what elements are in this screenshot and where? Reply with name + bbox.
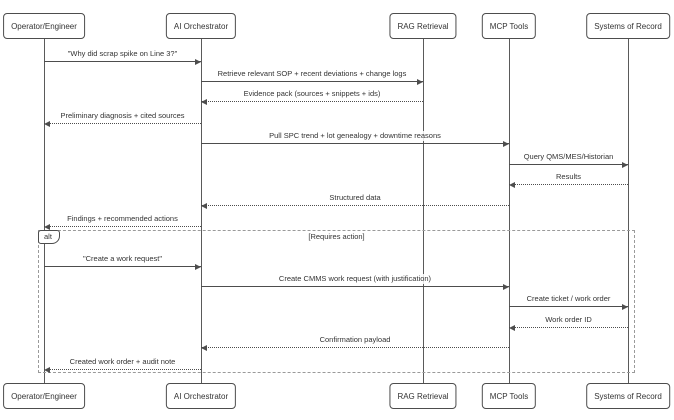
message-line <box>201 286 509 287</box>
lifeline-operator <box>44 38 45 384</box>
actor-orchestrator-bottom: AI Orchestrator <box>165 383 237 409</box>
message-line <box>509 164 628 165</box>
arrowhead-icon <box>44 120 50 127</box>
actor-operator-top: Operator/Engineer <box>3 13 85 39</box>
alt-fragment-operator-label: alt <box>38 230 60 244</box>
message-label: Evidence pack (sources + snippets + ids) <box>241 89 383 99</box>
message-line <box>44 266 201 267</box>
message-line <box>44 61 201 62</box>
alt-fragment-condition: [Requires action] <box>308 232 365 241</box>
message-label: Create CMMS work request (with justifica… <box>276 274 434 284</box>
arrowhead-icon <box>44 366 50 373</box>
arrowhead-icon <box>509 324 515 331</box>
message-label: Work order ID <box>543 315 594 325</box>
message-label: Retrieve relevant SOP + recent deviation… <box>215 69 409 79</box>
actor-orchestrator-top: AI Orchestrator <box>165 13 237 39</box>
message-label: Created work order + audit note <box>67 357 178 367</box>
message-label: "Create a work request" <box>80 254 165 264</box>
message-line <box>44 369 201 370</box>
arrowhead-icon <box>509 181 515 188</box>
arrowhead-icon <box>201 202 207 209</box>
message-line <box>201 347 509 348</box>
message-label: Structured data <box>327 193 383 203</box>
lifeline-rag <box>423 38 424 384</box>
arrowhead-icon <box>44 223 50 230</box>
message-label: "Why did scrap spike on Line 3?" <box>65 49 180 59</box>
message-line <box>509 327 628 328</box>
message-line <box>44 226 201 227</box>
message-label: Create ticket / work order <box>524 294 613 304</box>
message-line <box>201 143 509 144</box>
message-label: Pull SPC trend + lot genealogy + downtim… <box>267 131 443 141</box>
arrowhead-icon <box>195 58 201 65</box>
arrowhead-icon <box>622 161 628 168</box>
arrowhead-icon <box>503 140 509 147</box>
actor-mcp-top: MCP Tools <box>481 13 537 39</box>
actor-operator-bottom: Operator/Engineer <box>3 383 85 409</box>
alt-fragment <box>38 230 635 373</box>
arrowhead-icon <box>622 303 628 310</box>
message-label: Findings + recommended actions <box>65 214 180 224</box>
arrowhead-icon <box>201 98 207 105</box>
message-label: Confirmation payload <box>317 335 393 345</box>
actor-sor-bottom: Systems of Record <box>586 383 670 409</box>
lifeline-orchestrator <box>201 38 202 384</box>
arrowhead-icon <box>195 263 201 270</box>
arrowhead-icon <box>201 344 207 351</box>
message-label: Query QMS/MES/Historian <box>521 152 616 162</box>
message-line <box>201 101 423 102</box>
actor-rag-top: RAG Retrieval <box>389 13 457 39</box>
lifeline-mcp <box>509 38 510 384</box>
actor-sor-top: Systems of Record <box>586 13 670 39</box>
arrowhead-icon <box>417 78 423 85</box>
actor-mcp-bottom: MCP Tools <box>481 383 537 409</box>
message-line <box>44 123 201 124</box>
message-label: Preliminary diagnosis + cited sources <box>58 111 187 121</box>
lifeline-sor <box>628 38 629 384</box>
arrowhead-icon <box>503 283 509 290</box>
message-line <box>201 205 509 206</box>
actor-rag-bottom: RAG Retrieval <box>389 383 457 409</box>
message-line <box>509 306 628 307</box>
message-label: Results <box>553 172 584 182</box>
message-line <box>201 81 423 82</box>
message-line <box>509 184 628 185</box>
